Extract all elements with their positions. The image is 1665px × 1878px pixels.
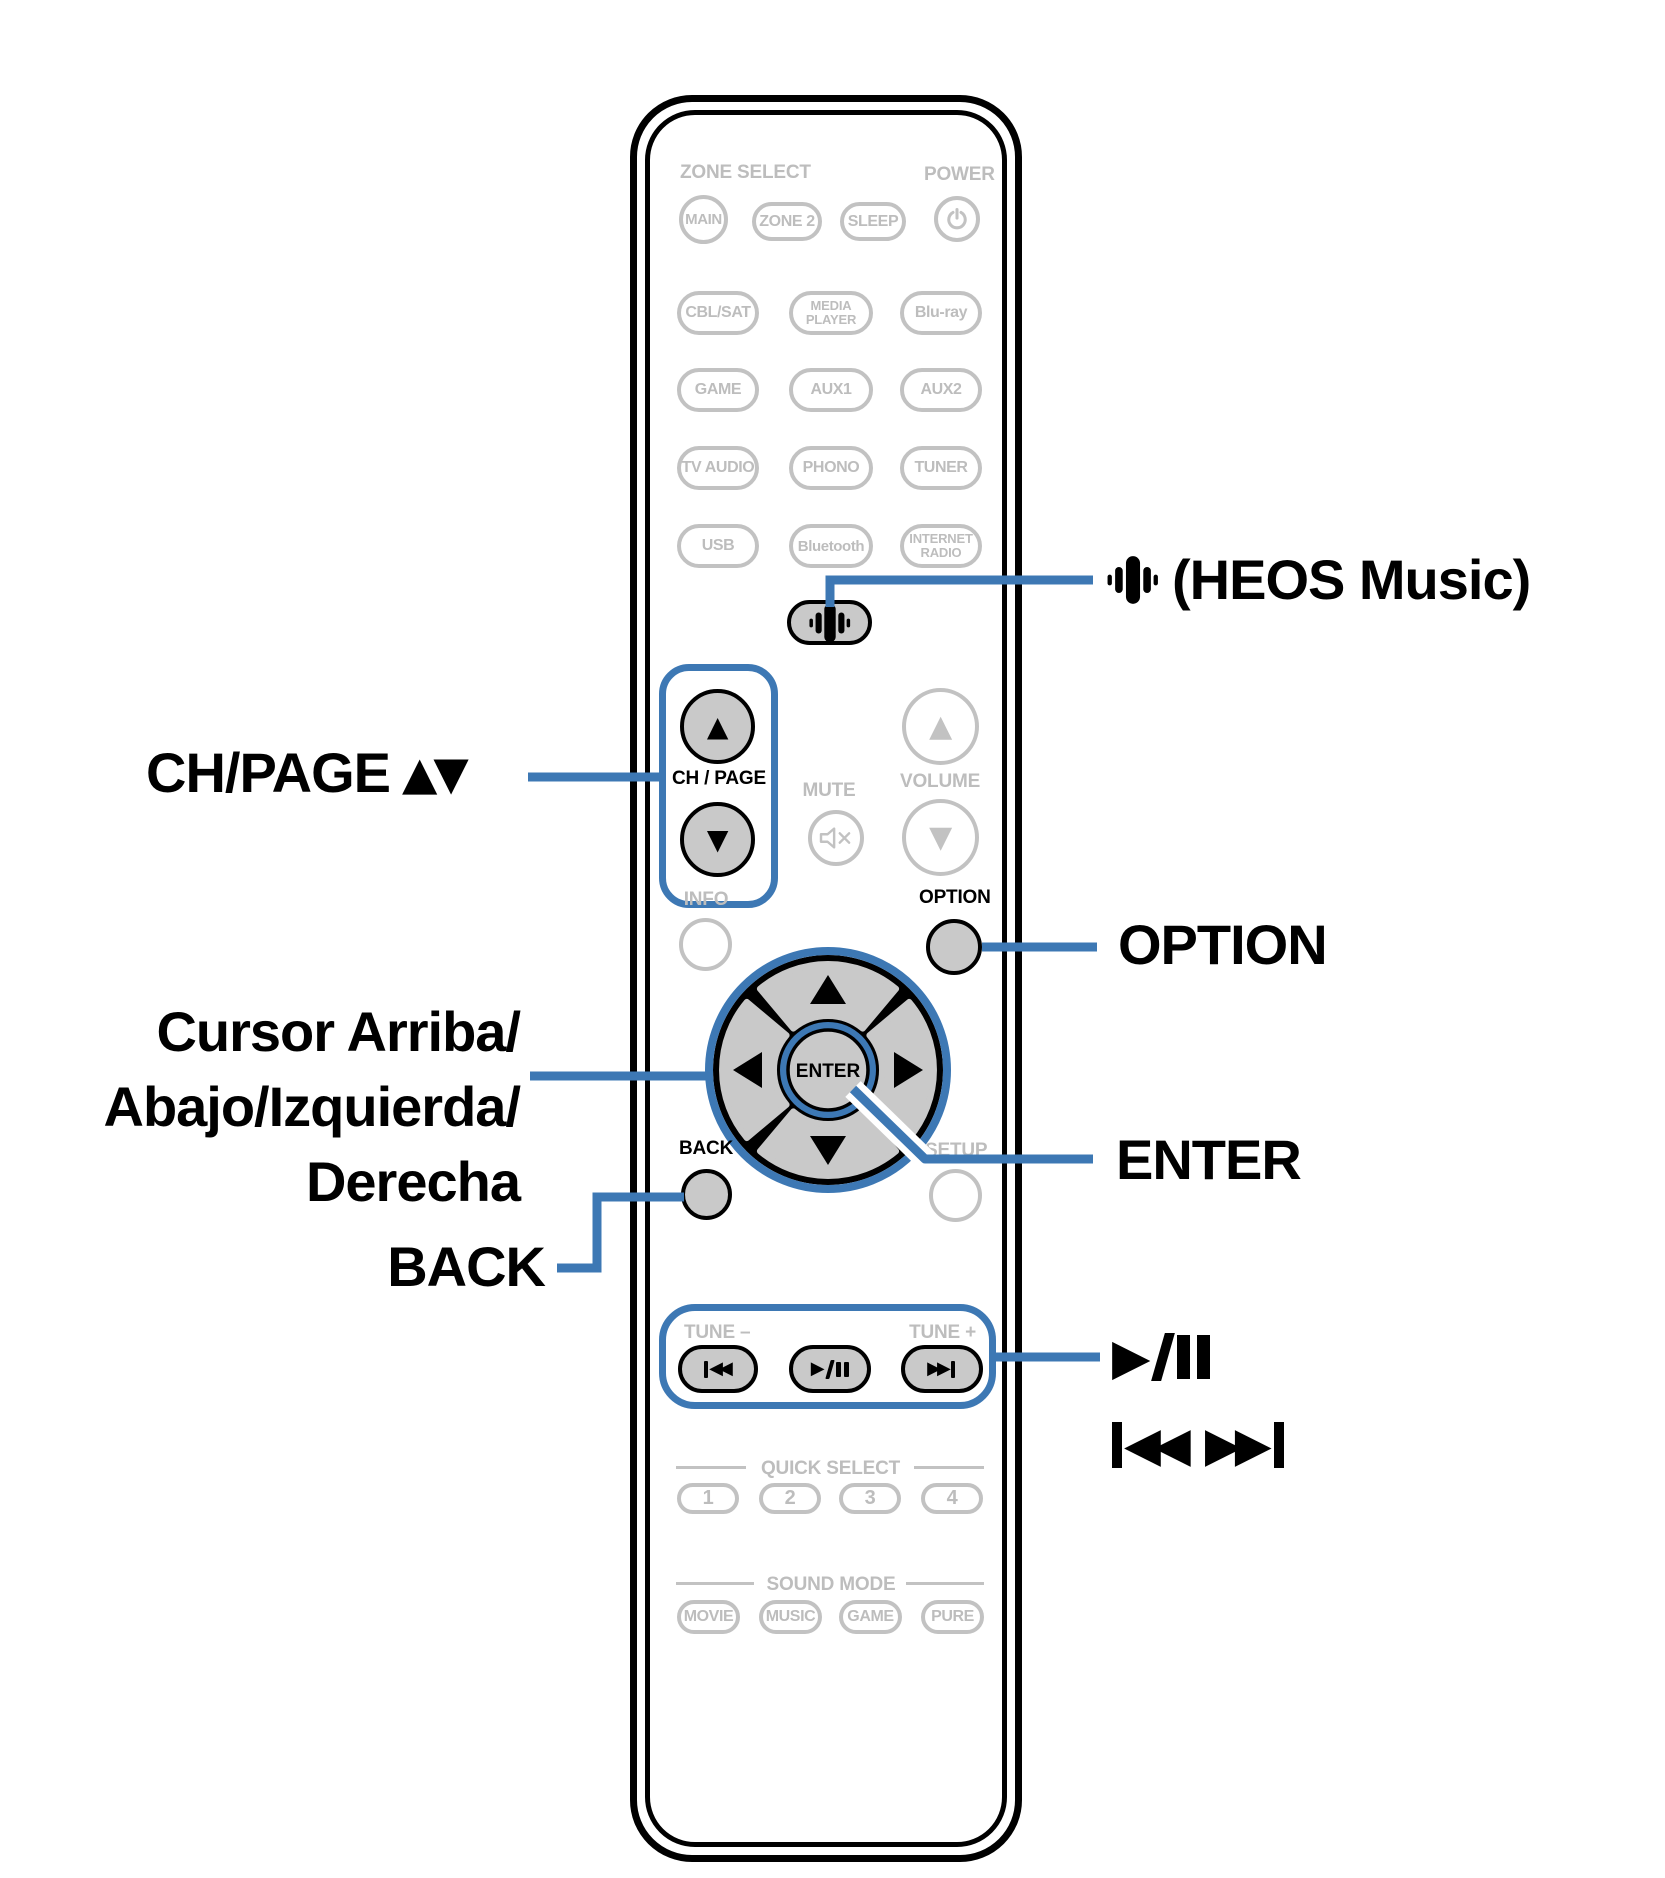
heos-callout-text: (HEOS Music) — [1172, 548, 1531, 611]
sound-mode-game-button[interactable]: GAME — [839, 1600, 902, 1634]
tune-plus-label: TUNE + — [909, 1322, 976, 1343]
volume-up-triangle-icon: ▲ — [929, 708, 952, 744]
play-callout-slash-icon — [1151, 1333, 1176, 1381]
cursor-callout-line1: Cursor Arriba/ — [156, 1000, 521, 1063]
heos-icon — [808, 602, 851, 644]
quick-select-label: QUICK SELECT — [760, 1458, 901, 1479]
volume-label: VOLUME — [900, 771, 981, 792]
info-button[interactable] — [679, 918, 732, 971]
power-icon — [944, 206, 970, 232]
skip-forward-bar-icon — [1273, 1422, 1284, 1468]
channel-down-button[interactable]: ▼ — [680, 802, 755, 877]
down-triangle-icon: ▼ — [706, 822, 729, 856]
source-media-player[interactable]: MEDIA PLAYER — [789, 291, 873, 335]
power-label: POWER — [924, 164, 995, 185]
back-label: BACK — [679, 1138, 734, 1159]
remote-inner-frame — [645, 110, 1007, 1847]
back-button[interactable] — [681, 1169, 732, 1220]
main-button[interactable]: MAIN — [679, 195, 728, 244]
ch-page-label: CH / PAGE — [672, 768, 766, 789]
source-cbl-sat[interactable]: CBL/SAT — [677, 291, 759, 335]
skip-callout: ◀◀ ▶▶ — [1112, 1418, 1284, 1472]
volume-down-triangle-icon: ▼ — [929, 819, 952, 855]
skip-back-bar-icon — [1112, 1422, 1122, 1468]
skip-forward-triangles-icon: ▶▶ — [1204, 1417, 1272, 1473]
mute-icon — [817, 823, 855, 853]
info-label: INFO — [683, 889, 729, 910]
play-callout-triangle-icon: ▶ — [1112, 1328, 1150, 1386]
cursor-callout: Cursor Arriba/ Abajo/Izquierda/ Derecha — [55, 994, 522, 1219]
sound-mode-movie-button[interactable]: MOVIE — [677, 1600, 740, 1634]
cursor-callout-line2: Abajo/Izquierda/ — [103, 1075, 522, 1138]
zone2-button[interactable]: ZONE 2 — [752, 202, 822, 241]
source-tv-audio[interactable]: TV AUDIO — [677, 446, 759, 490]
source-blu-ray[interactable]: Blu-ray — [900, 291, 982, 335]
sound-mode-rule-left — [676, 1582, 754, 1585]
skip-back-button[interactable]: ◀◀ — [678, 1345, 758, 1393]
source-game[interactable]: GAME — [677, 368, 759, 412]
skip-back-icon: ◀◀ — [704, 1360, 733, 1378]
pause-bar-icon — [1197, 1335, 1211, 1379]
enter-button-label: ENTER — [796, 1061, 861, 1082]
heos-callout-icon — [1107, 554, 1159, 606]
source-bluetooth[interactable]: Bluetooth — [789, 524, 873, 568]
skip-forward-icon: ▶▶ — [927, 1360, 955, 1378]
remote-outer-frame — [630, 95, 1022, 1862]
cursor-callout-line3: Derecha — [305, 1150, 521, 1213]
quick-select-2-button[interactable]: 2 — [759, 1483, 821, 1514]
source-phono[interactable]: PHONO — [789, 446, 873, 490]
quick-select-3-button[interactable]: 3 — [839, 1483, 901, 1514]
volume-up-button[interactable]: ▲ — [902, 688, 979, 765]
volume-down-button[interactable]: ▼ — [902, 799, 979, 876]
play-pause-icon: ▶ — [811, 1359, 850, 1379]
setup-label: SETUP — [925, 1140, 988, 1161]
power-button[interactable] — [934, 196, 980, 242]
cursor-up-button[interactable] — [756, 961, 900, 1032]
enter-callout-text: ENTER — [1116, 1128, 1302, 1191]
pause-bar-icon — [1177, 1335, 1191, 1379]
quick-select-4-button[interactable]: 4 — [921, 1483, 983, 1514]
quick-select-1-button[interactable]: 1 — [677, 1483, 739, 1514]
play-pause-callout: ▶ — [1112, 1328, 1211, 1386]
cursor-up-triangle-icon — [810, 975, 846, 1004]
source-tuner[interactable]: TUNER — [900, 446, 982, 490]
back-callout-text: BACK — [387, 1235, 546, 1298]
quick-select-rule-left — [676, 1466, 746, 1469]
ch-page-highlight-box — [659, 664, 778, 908]
sound-mode-pure-button[interactable]: PURE — [921, 1600, 984, 1634]
play-pause-button[interactable]: ▶ — [789, 1345, 871, 1393]
source-usb[interactable]: USB — [677, 524, 759, 568]
setup-button[interactable] — [929, 1169, 982, 1222]
option-callout: OPTION — [1118, 912, 1328, 978]
chpage-callout: CH/PAGE ▲▼ — [146, 740, 469, 806]
tune-minus-label: TUNE – — [684, 1322, 751, 1343]
source-aux1[interactable]: AUX1 — [789, 368, 873, 412]
channel-up-button[interactable]: ▲ — [680, 689, 755, 764]
source-aux2[interactable]: AUX2 — [900, 368, 982, 412]
enter-callout: ENTER — [1116, 1128, 1302, 1192]
sound-mode-music-button[interactable]: MUSIC — [759, 1600, 822, 1634]
option-callout-text: OPTION — [1118, 913, 1328, 976]
sleep-button[interactable]: SLEEP — [840, 202, 906, 241]
heos-callout: (HEOS Music) — [1107, 546, 1531, 614]
heos-music-button[interactable] — [787, 600, 872, 645]
skip-forward-button[interactable]: ▶▶ — [901, 1345, 983, 1393]
zone-select-label: ZONE SELECT — [680, 162, 811, 183]
mute-button[interactable] — [808, 810, 864, 866]
chpage-callout-text: CH/PAGE — [146, 741, 391, 804]
option-label: OPTION — [919, 887, 991, 908]
transport-highlight-box — [659, 1304, 996, 1409]
source-internet-radio[interactable]: INTERNET RADIO — [900, 524, 982, 568]
chpage-callout-arrows-icon: ▲▼ — [402, 746, 469, 800]
back-callout: BACK — [340, 1235, 546, 1298]
sound-mode-label: SOUND MODE — [766, 1574, 896, 1595]
mute-label: MUTE — [802, 780, 856, 801]
cursor-pad-highlight-ring — [705, 947, 951, 1193]
skip-back-triangles-icon: ◀◀ — [1124, 1417, 1191, 1473]
quick-select-rule-right — [914, 1466, 984, 1469]
sound-mode-rule-right — [906, 1582, 984, 1585]
cursor-pad: ENTER — [705, 947, 951, 1193]
option-button[interactable] — [926, 919, 982, 975]
up-triangle-icon: ▲ — [706, 709, 729, 743]
